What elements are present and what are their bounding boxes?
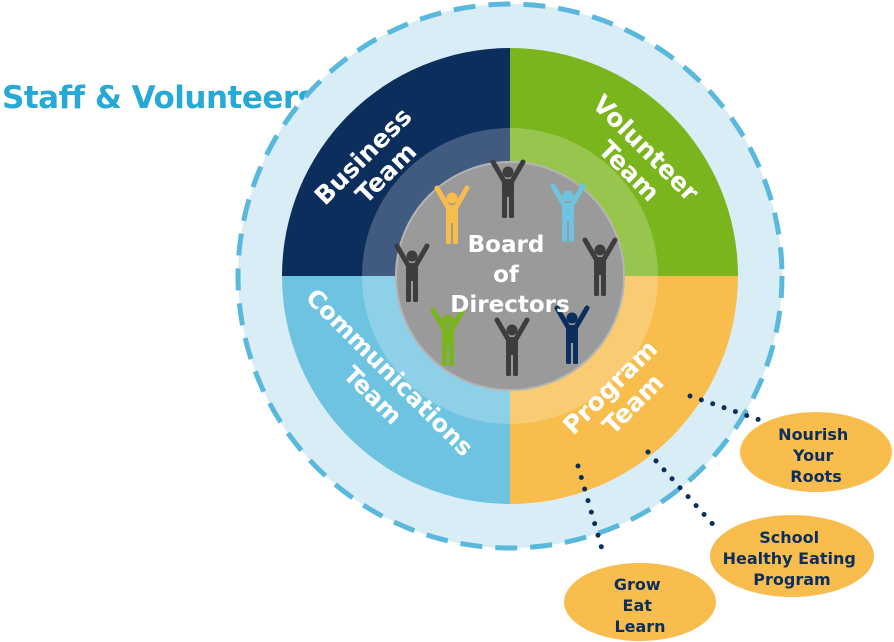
connector-grow — [575, 463, 607, 559]
person-arms-up-icon — [494, 317, 530, 376]
board-label-line: Directors — [450, 292, 569, 318]
person-arms-up-icon — [554, 305, 590, 364]
bubble-nourish: Nourish Your Roots — [740, 412, 892, 492]
svg-text:Nourish Your Roots: Nourish Your Roots — [778, 425, 854, 486]
person-arms-up-icon — [434, 185, 470, 244]
board-label-line: of — [493, 262, 520, 288]
program-connectors — [575, 393, 763, 559]
person-arms-up-icon — [394, 243, 430, 302]
svg-text:School Healthy Eating: School Healthy Eating Program — [723, 528, 862, 589]
svg-text:Grow Eat Learn: Grow Eat Learn — [614, 575, 666, 636]
board-label-line: Board — [468, 232, 545, 258]
person-arms-up-icon — [582, 237, 618, 296]
board-members — [394, 159, 618, 376]
connector-nourish — [687, 393, 763, 423]
person-arms-up-icon — [550, 183, 586, 242]
bubble-school: School Healthy Eating Program — [710, 515, 874, 597]
page-title: Staff & Volunteers — [2, 80, 316, 116]
bubble-grow: Grow Eat Learn — [564, 563, 716, 641]
person-arms-up-icon — [490, 159, 526, 218]
person-arms-up-icon — [430, 307, 466, 366]
board-label: Board of Directors — [450, 232, 569, 318]
